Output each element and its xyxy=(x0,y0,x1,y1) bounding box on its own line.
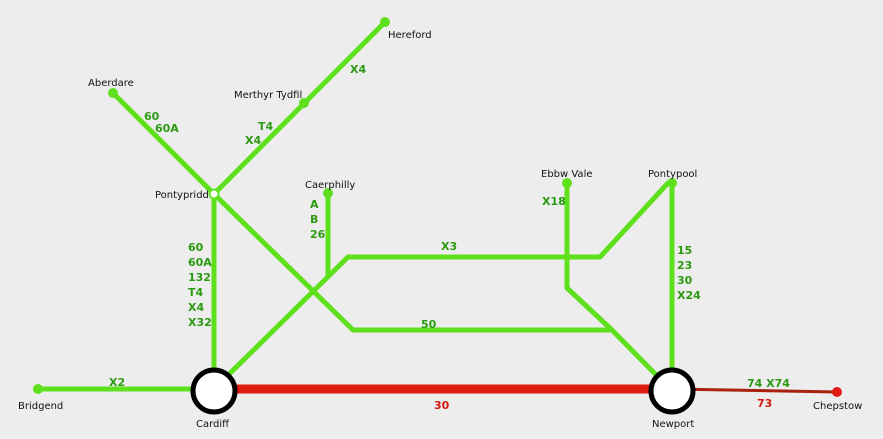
route-label-cardiff-newport-30: 30 xyxy=(434,399,450,412)
label-merthyr: Merthyr Tydfil xyxy=(234,90,302,101)
line-route-50 xyxy=(211,191,673,392)
stop-dot-pontypridd xyxy=(208,188,220,200)
route-label-ebbw-x18: X18 xyxy=(542,195,566,208)
stop-dot-hereford xyxy=(380,17,390,27)
stop-dot-ebbw-vale xyxy=(562,178,572,188)
route-label-caerphilly-b: B xyxy=(310,213,318,226)
route-label-cardiff-x32: X32 xyxy=(188,316,212,329)
route-label-merthyr-x4: X4 xyxy=(245,134,261,147)
label-newport: Newport xyxy=(652,419,694,430)
route-label-pontypool-30: 30 xyxy=(677,274,693,287)
route-label-pontypool-15: 15 xyxy=(677,244,692,257)
route-label-pontypool-23: 23 xyxy=(677,259,692,272)
stop-dot-bridgend xyxy=(33,384,43,394)
label-pontypool: Pontypool xyxy=(648,169,697,180)
label-aberdare: Aberdare xyxy=(88,78,134,89)
line-newport-chepstow xyxy=(671,387,838,394)
route-label-50: 50 xyxy=(421,318,437,331)
route-label-chepstow-74: 74 X74 xyxy=(747,377,790,390)
label-cardiff: Cardiff xyxy=(196,419,230,430)
hub-newport xyxy=(648,367,696,415)
stop-dot-aberdare xyxy=(108,88,118,98)
route-label-aberdare-60: 60 xyxy=(144,110,160,123)
route-label-caerphilly-a: A xyxy=(310,198,319,211)
route-label-cardiff-60a: 60A xyxy=(188,256,212,269)
route-label-cardiff-x4: X4 xyxy=(188,301,204,314)
route-label-pontypool-x24: X24 xyxy=(677,289,701,302)
line-aberdare-pontypridd xyxy=(110,90,217,197)
route-label-cardiff-132: 132 xyxy=(188,271,211,284)
stop-dots xyxy=(33,17,677,394)
stop-dot-merthyr xyxy=(299,98,309,108)
label-ebbw-vale: Ebbw Vale xyxy=(541,169,593,180)
stop-dot-pontypool xyxy=(667,178,677,188)
hub-cardiff xyxy=(190,367,238,415)
route-label-cardiff-60: 60 xyxy=(188,241,204,254)
label-hereford: Hereford xyxy=(388,30,432,41)
line-cardiff-pontypool-x3 xyxy=(211,180,671,392)
stop-dot-caerphilly xyxy=(323,188,333,198)
route-label-cardiff-t4: T4 xyxy=(188,286,204,299)
route-label-bridgend-x2: X2 xyxy=(109,376,125,389)
label-bridgend: Bridgend xyxy=(18,401,63,412)
route-label-caerphilly-26: 26 xyxy=(310,228,326,241)
label-chepstow: Chepstow xyxy=(813,401,862,412)
route-label-chepstow-73: 73 xyxy=(757,397,772,410)
green-routes xyxy=(35,19,675,392)
line-pontypridd-hereford xyxy=(211,19,388,197)
route-label-x3: X3 xyxy=(441,240,457,253)
label-pontypridd: Pontypridd xyxy=(155,190,209,201)
stop-dot-chepstow xyxy=(832,387,842,397)
route-label-aberdare-60a: 60A xyxy=(155,122,179,135)
line-ebbw-vale xyxy=(564,180,615,333)
route-label-merthyr-t4: T4 xyxy=(258,120,274,133)
route-label-hereford-x4: X4 xyxy=(350,63,366,76)
label-caerphilly: Caerphilly xyxy=(305,180,355,191)
